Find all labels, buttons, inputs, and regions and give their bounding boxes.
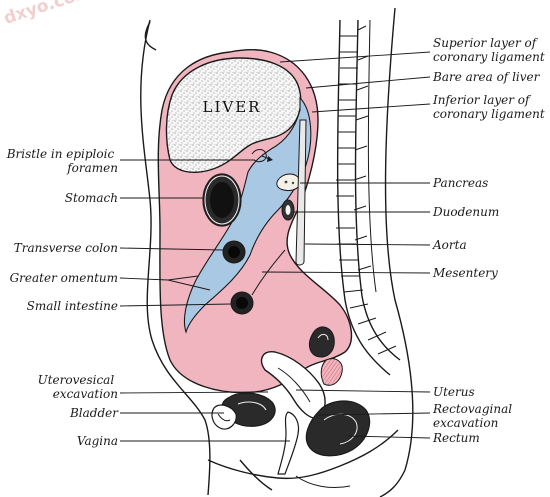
perineal-fold — [295, 475, 351, 489]
label-pancreas: Pancreas — [432, 176, 488, 190]
stomach-wall-highlight — [204, 175, 240, 225]
buttock-outline — [379, 469, 406, 497]
label-uterovesical: Uterovesical excavation — [38, 373, 118, 401]
label-duodenum: Duodenum — [432, 205, 499, 219]
label-greater-omentum: Greater omentum — [10, 271, 118, 285]
anterior-body-wall — [140, 19, 211, 496]
sigmoid-colon — [308, 326, 335, 358]
label-bladder: Bladder — [69, 406, 119, 420]
uterus-cavity — [277, 367, 311, 403]
liver — [165, 57, 302, 173]
bristle-arrow — [251, 149, 273, 163]
label-inferior-layer: Inferior layer of coronary ligament — [432, 93, 545, 121]
label-aorta: Aorta — [432, 238, 467, 252]
label-rectum: Rectum — [432, 431, 480, 445]
stomach-lumen — [210, 182, 234, 218]
watermark-text: dxyo.com — [1, 0, 95, 29]
label-superior-layer: Superior layer of coronary ligament — [433, 36, 545, 64]
anterior-body-wall-outer — [144, 21, 157, 51]
labia-outline — [239, 459, 273, 491]
vertebral-column — [336, 19, 401, 376]
label-mesentery: Mesentery — [432, 266, 498, 280]
label-small-intestine: Small intestine — [27, 299, 118, 313]
pubic-bone — [211, 404, 237, 430]
label-bristle: Bristle in epiploic foramen — [6, 147, 118, 175]
aorta — [295, 119, 307, 266]
vagina — [277, 411, 300, 475]
label-bare-area: Bare area of liver — [432, 70, 541, 84]
duodenum-lumen — [285, 205, 291, 215]
pancreas-dot-1 — [284, 180, 288, 184]
perineum-outline — [207, 429, 399, 480]
liver-text: LIVER — [203, 98, 262, 116]
leader-lines — [119, 51, 431, 442]
pancreas-dot-2 — [291, 181, 295, 185]
small-intestine-lumen — [236, 297, 248, 309]
rectal-muscle-hatch — [320, 358, 343, 386]
label-uterus: Uterus — [433, 385, 475, 399]
label-stomach: Stomach — [65, 191, 118, 205]
uterus — [260, 351, 326, 419]
posterior-body-wall — [384, 7, 414, 471]
pancreas — [276, 173, 301, 191]
label-transverse-colon: Transverse colon — [14, 241, 118, 255]
pubic-bone-line — [217, 413, 231, 422]
label-vagina: Vagina — [77, 434, 118, 448]
label-rectovaginal: Rectovaginal excavation — [432, 402, 516, 430]
transverse-colon-lumen — [228, 246, 240, 258]
